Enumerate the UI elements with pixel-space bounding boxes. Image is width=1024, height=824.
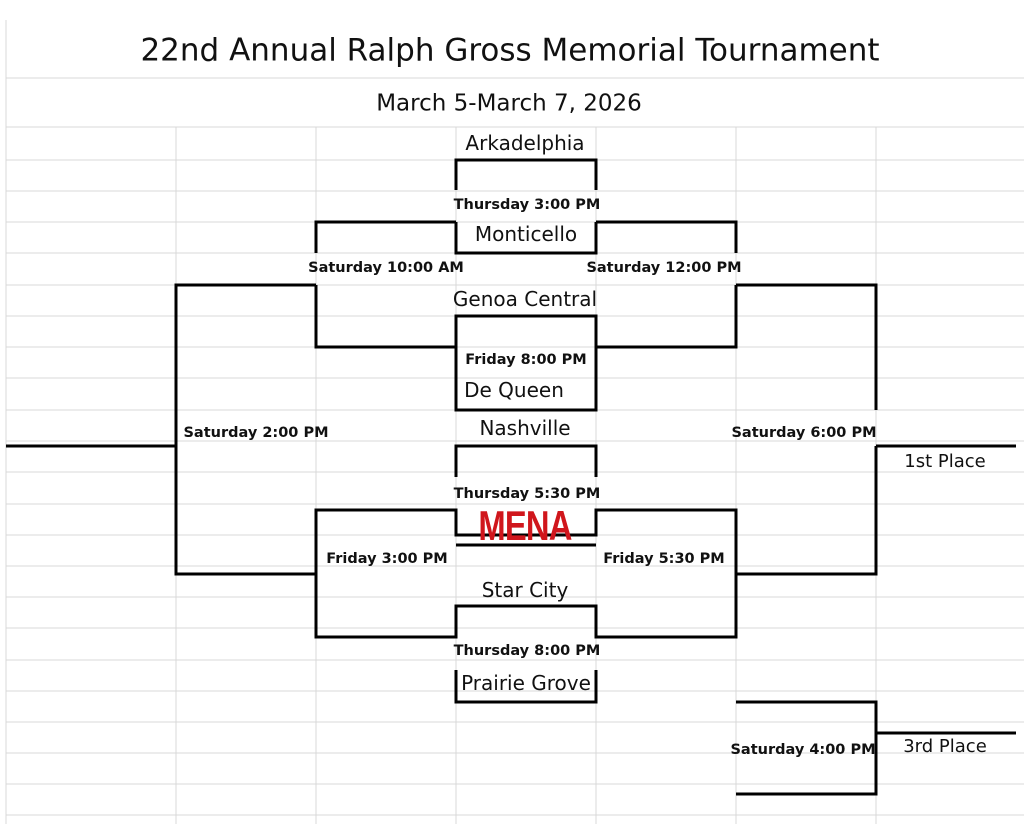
thursday-530-bracket (454, 444, 598, 477)
game-time-friday-800: Friday 8:00 PM (465, 351, 587, 368)
first-place-label: 1st Place (904, 451, 986, 472)
page-title: 22nd Annual Ralph Gross Memorial Tournam… (140, 32, 880, 69)
saturday-1000-bracket (314, 220, 456, 253)
team-genoa-central: Genoa Central (452, 287, 598, 311)
game-time-thursday-300: Thursday 3:00 PM (453, 196, 601, 213)
team-monticello: Monticello (474, 222, 578, 246)
game-time-saturday-200: Saturday 2:00 PM (183, 424, 329, 441)
team-arkadelphia: Arkadelphia (465, 131, 585, 155)
semifinal-right-bracket (736, 283, 878, 410)
team-de-queen: De Queen (464, 378, 564, 402)
team-prairie-grove: Prairie Grove (461, 671, 591, 695)
mena-bracket (314, 508, 738, 639)
thursday-300-bracket (454, 158, 598, 190)
game-time-friday-300: Friday 3:00 PM (326, 550, 448, 567)
team-star-city: Star City (481, 578, 569, 602)
game-time-friday-530: Friday 5:30 PM (603, 550, 725, 567)
game-time-saturday-600: Saturday 6:00 PM (731, 424, 877, 441)
championship-right-bracket (736, 446, 878, 576)
game-time-saturday-1000: Saturday 10:00 AM (308, 259, 464, 276)
third-place-bracket (736, 700, 878, 796)
saturday-1200-bracket (596, 220, 738, 253)
game-time-saturday-400: Saturday 4:00 PM (730, 741, 876, 758)
thursday-300-bracket-low (454, 222, 598, 255)
third-place-label: 3rd Place (903, 736, 987, 757)
game-time-thursday-530: Thursday 5:30 PM (453, 485, 601, 502)
team-nashville: Nashville (479, 416, 571, 440)
thursday-800-bracket (454, 670, 598, 704)
friday-800-bracket-top (314, 285, 738, 349)
game-time-thursday-800: Thursday 8:00 PM (453, 642, 601, 659)
page-subtitle-dates: March 5-March 7, 2026 (376, 90, 642, 117)
mena-team-logo: MENA (478, 502, 572, 549)
friday-800-bracket-bottom (454, 347, 598, 412)
semifinal-left-bracket (174, 283, 316, 576)
game-time-saturday-1200: Saturday 12:00 PM (586, 259, 742, 276)
